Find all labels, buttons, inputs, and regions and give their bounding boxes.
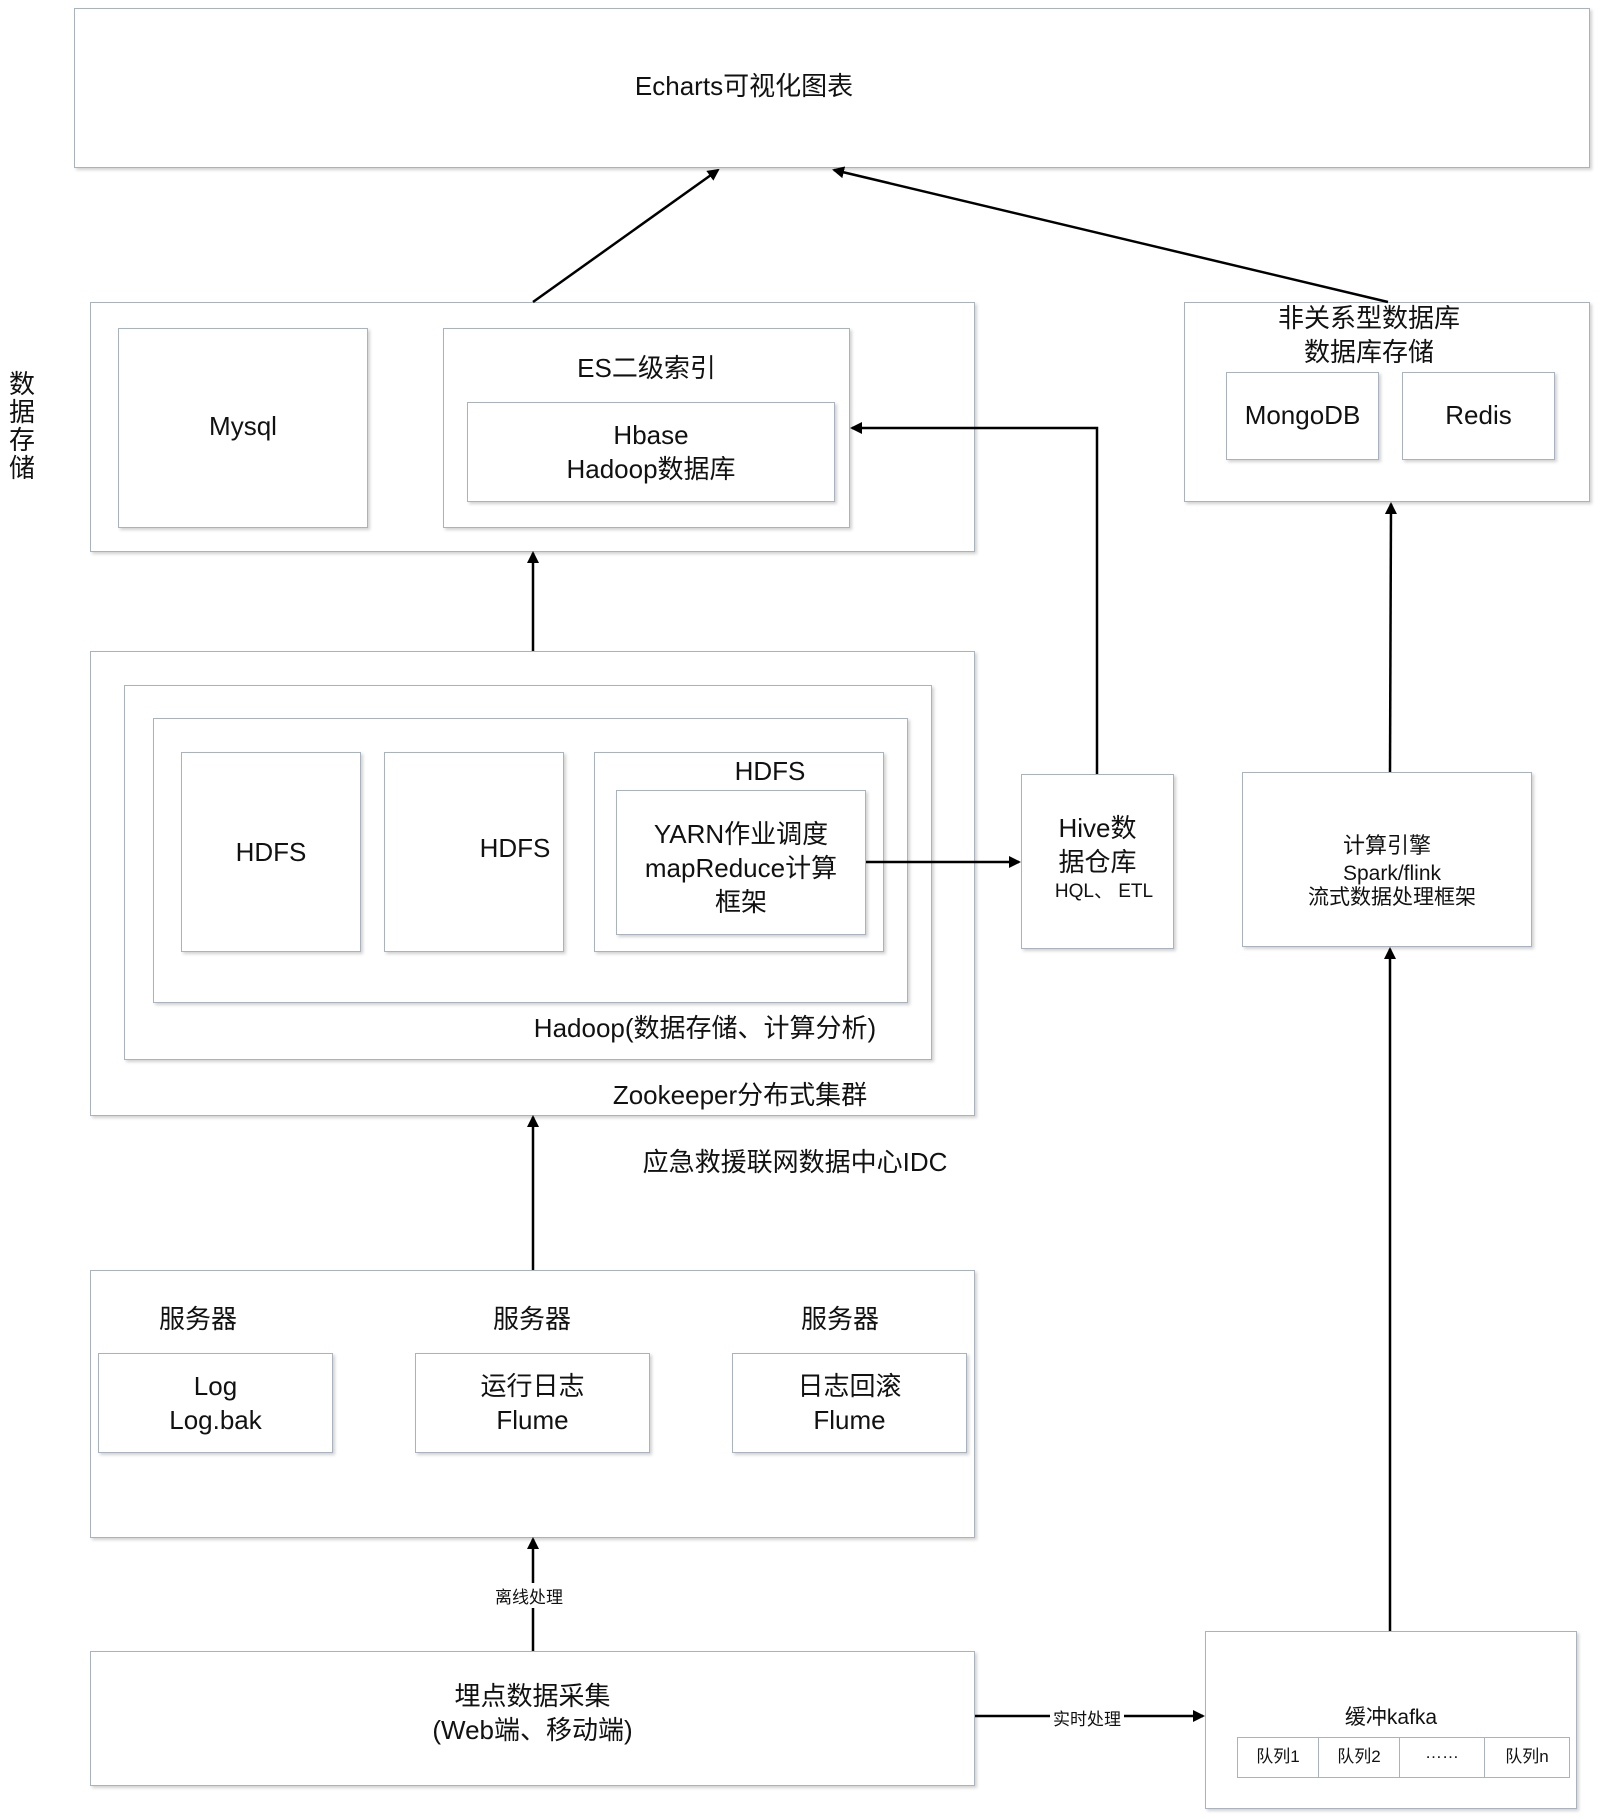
realtime-processing-label: 实时处理 (1050, 1705, 1124, 1730)
server-2-content: 运行日志 Flume (480, 1371, 585, 1435)
kafka-box (1205, 1631, 1577, 1809)
server-1-label: 服务器 (158, 1304, 237, 1334)
server-3-content: 日志回滚 Flume (797, 1371, 902, 1435)
compute-engine-title: 计算引擎 (1342, 833, 1431, 858)
es-index-title: ES二级索引 (577, 353, 716, 383)
server-1-content-box (98, 1353, 333, 1453)
kafka-queue-n-label: 队列n (1505, 1747, 1549, 1766)
echarts-title: Echarts可视化图表 (634, 71, 854, 101)
yarn-box (616, 790, 866, 935)
kafka-queue-ellipsis-label: …… (1425, 1743, 1459, 1762)
arrow-nosql-to-echarts (832, 166, 1389, 304)
nosql-title: 非关系型数据库 数据库存储 (1277, 303, 1460, 367)
compute-engine-box (1242, 772, 1532, 947)
kafka-title: 缓冲kafka (1344, 1706, 1438, 1729)
server-2-label: 服务器 (492, 1304, 571, 1334)
kafka-queue-1-label: 队列1 (1256, 1747, 1300, 1766)
hive-title: Hive数 据仓库 (1058, 813, 1137, 877)
hbase-box (467, 402, 835, 502)
arrow-engine-to-nosql (1384, 502, 1397, 773)
hdfs-node-1-label: HDFS (235, 837, 307, 867)
arrow-storage-to-echarts (532, 168, 720, 304)
kafka-queue-n (1484, 1737, 1570, 1778)
mongodb-box (1226, 372, 1379, 460)
data-collection-title: 埋点数据采集 (Web端、移动端) (432, 1681, 633, 1745)
kafka-queue-2 (1318, 1737, 1400, 1778)
mongodb-label: MongoDB (1244, 400, 1361, 430)
yarn-label: YARN作业调度 mapReduce计算 框架 (644, 819, 838, 917)
idc-label: 应急救援联网数据中心IDC (642, 1147, 948, 1177)
echarts-box (74, 8, 1590, 168)
redis-box (1402, 372, 1555, 460)
kafka-queue-2-label: 队列2 (1337, 1747, 1381, 1766)
compute-engine-sub: Spark/flink 流式数据处理框架 (1308, 862, 1476, 910)
zookeeper-label: Zookeeper分布式集群 (612, 1080, 868, 1110)
hdfs-node-2-label: HDFS (479, 833, 551, 863)
hive-sub: HQL、 ETL (1054, 881, 1154, 902)
hadoop-label: Hadoop(数据存储、计算分析) (533, 1013, 877, 1043)
server-1-content: Log Log.bak (169, 1371, 262, 1435)
data-collection-box (90, 1651, 975, 1786)
offline-processing-label: 离线处理 (492, 1583, 566, 1608)
server-2-content-box (415, 1353, 650, 1453)
redis-label: Redis (1445, 400, 1512, 430)
hdfs-node-1 (181, 752, 361, 952)
hbase-label: Hbase Hadoop数据库 (566, 420, 736, 484)
hive-box (1021, 774, 1174, 949)
side-label-data-storage: 数据存储 (8, 369, 35, 483)
server-3-content-box (732, 1353, 967, 1453)
mysql-label: Mysql (209, 411, 277, 441)
server-3-label: 服务器 (800, 1304, 879, 1334)
hdfs-node-3-label: HDFS (734, 756, 806, 786)
hdfs-node-2 (384, 752, 564, 952)
mysql-box (118, 328, 368, 528)
